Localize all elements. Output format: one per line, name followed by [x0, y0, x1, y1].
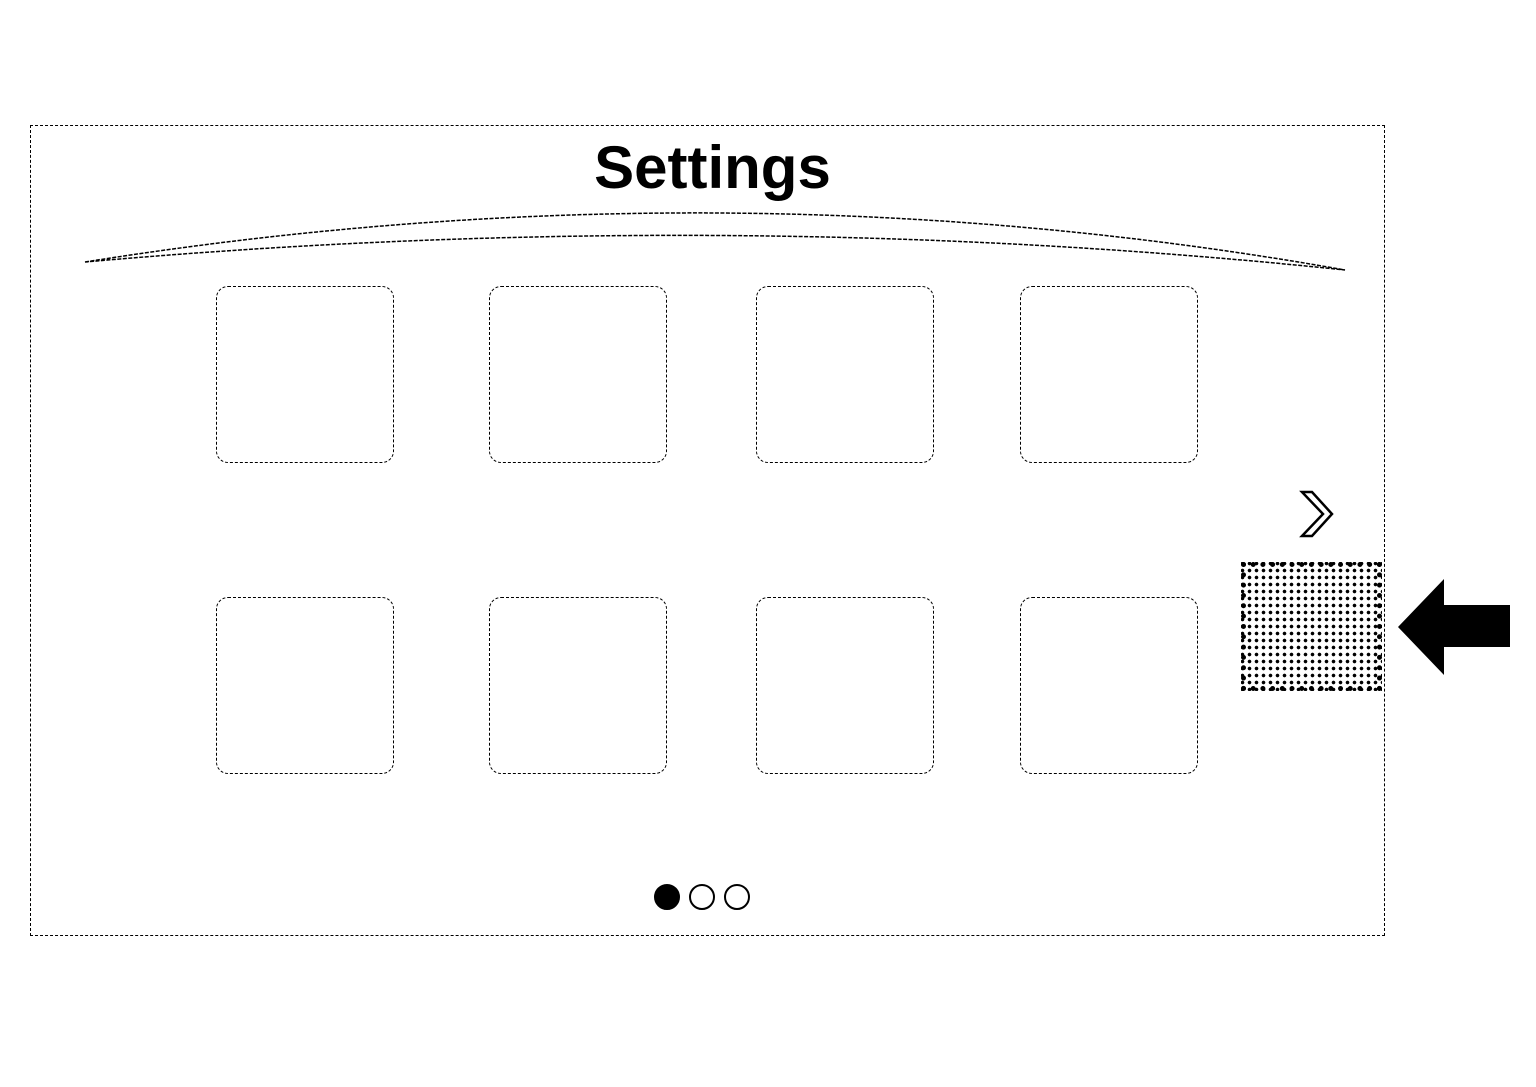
swipe-hotspot-area[interactable] [1241, 562, 1382, 691]
title-arc-divider [84, 212, 1346, 271]
page-title: Settings [594, 134, 831, 201]
settings-tile-8[interactable] [1020, 597, 1198, 774]
page-dot-2[interactable] [689, 884, 715, 910]
settings-tile-4[interactable] [1020, 286, 1198, 463]
settings-tile-3[interactable] [756, 286, 934, 463]
settings-tile-5[interactable] [216, 597, 394, 774]
settings-tile-6[interactable] [489, 597, 667, 774]
arrow-left-icon [1398, 579, 1510, 675]
page-dot-3[interactable] [724, 884, 750, 910]
settings-screen [30, 125, 1385, 936]
page-dot-1[interactable] [654, 884, 680, 910]
settings-tile-7[interactable] [756, 597, 934, 774]
settings-tile-2[interactable] [489, 286, 667, 463]
page-indicator [654, 884, 750, 912]
settings-tile-1[interactable] [216, 286, 394, 463]
chevron-right-icon[interactable] [1296, 488, 1340, 542]
